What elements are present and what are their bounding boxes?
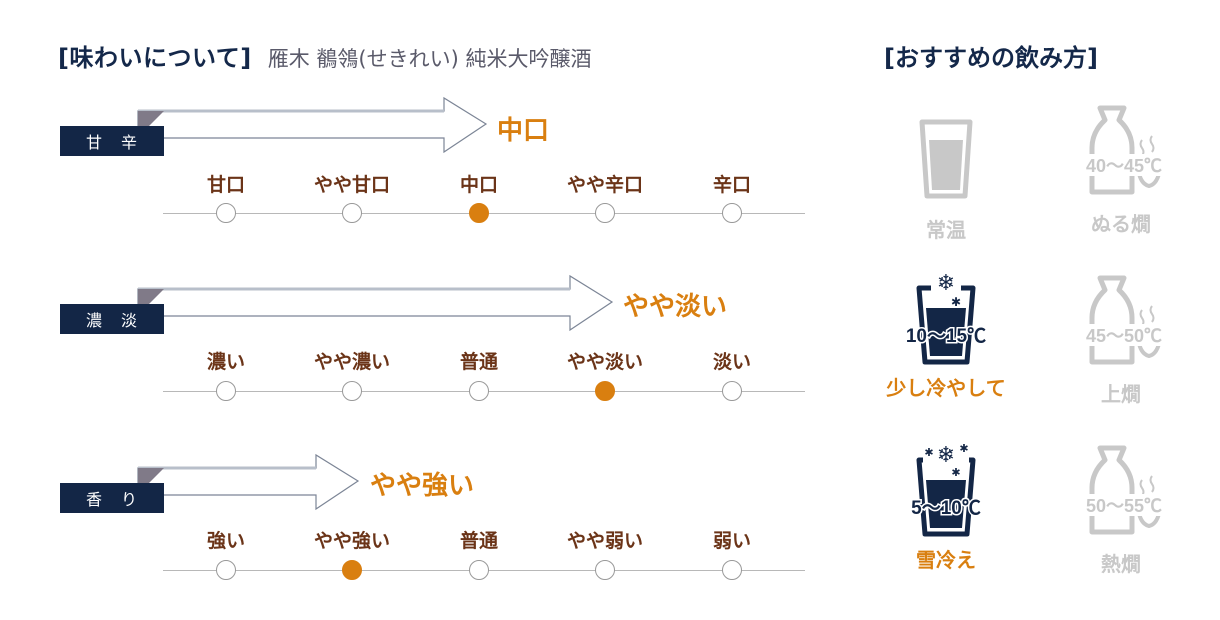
serving-label: ぬる燗 <box>1091 212 1151 236</box>
tokkuri-icon: 45〜50℃ <box>1086 275 1164 365</box>
scale-result: 中口 <box>497 116 550 146</box>
scale-option: 甘口 <box>206 174 245 196</box>
tokkuri-icon: 50〜55℃ <box>1086 445 1164 535</box>
scale-dot <box>595 560 615 580</box>
arrow-icon <box>137 96 488 154</box>
taste-header: [味わいについて] 雁木 鶺鴒(せきれい) 純米大吟醸酒 <box>58 38 591 73</box>
serving-label: 上燗 <box>1101 382 1141 406</box>
scale-option: やや辛口 <box>566 174 643 196</box>
snowflake-icon: ❄ <box>937 271 955 296</box>
serving-label: 常温 <box>926 218 966 242</box>
product-name: 雁木 鶺鴒(せきれい) 純米大吟醸酒 <box>267 47 592 71</box>
serving-room-temp: 常温 <box>876 110 1016 243</box>
scale-dot <box>216 560 236 580</box>
scale-aroma: 香り やや強い <box>0 453 820 620</box>
scale-option: 強い <box>206 530 245 552</box>
scale-dot-selected <box>469 203 489 223</box>
temperature-label: 45〜50℃ <box>1086 326 1162 346</box>
scale-option: 辛口 <box>712 174 751 196</box>
snowflake-icon: ✱ <box>959 442 968 455</box>
temperature-label: 5〜10℃ <box>911 498 981 519</box>
scale-dot-selected <box>342 560 362 580</box>
scale-dot <box>722 560 742 580</box>
serving-snow-chilled: ❄ ✱ ✱ ✱ 5〜10℃ 雪冷え <box>876 440 1016 573</box>
scale-dot <box>469 381 489 401</box>
snowflake-icon: ✱ <box>951 295 961 309</box>
scale-option: 中口 <box>459 174 498 196</box>
tokkuri-icon: 40〜45℃ <box>1086 105 1164 195</box>
temperature-label: 40〜45℃ <box>1086 156 1162 176</box>
scale-dot <box>595 203 615 223</box>
arrow-icon <box>137 274 614 332</box>
serving-warm: 45〜50℃ 上燗 <box>1051 274 1191 407</box>
snowflake-icon: ❄ <box>937 443 955 468</box>
scale-tag: 甘辛 <box>60 126 164 156</box>
scale-option: やや淡い <box>566 351 643 373</box>
serving-label: 雪冷え <box>916 548 976 572</box>
scale-option: 弱い <box>712 530 751 552</box>
scale-result: やや強い <box>370 471 475 501</box>
snowflake-icon: ✱ <box>951 466 960 479</box>
scale-dot <box>722 381 742 401</box>
serving-label: 少し冷やして <box>886 376 1006 400</box>
section-title: [味わいについて] <box>58 44 252 72</box>
recommend-title: [おすすめの飲み方] <box>884 44 1098 72</box>
temperature-label: 50〜55℃ <box>1086 496 1162 516</box>
scale-rich-light: 濃淡 やや淡い <box>0 274 820 444</box>
serving-lukewarm: 40〜45℃ ぬる燗 <box>1051 104 1191 237</box>
scale-dot <box>469 560 489 580</box>
scale-result: やや淡い <box>623 292 728 322</box>
scale-dot-selected <box>595 381 615 401</box>
glass-icon <box>919 119 973 199</box>
scale-sweet-dry: 甘辛 中口 <box>0 96 820 266</box>
scale-option: 濃い <box>206 351 245 373</box>
scale-option: 淡い <box>712 351 751 373</box>
scale-option: やや濃い <box>313 351 390 373</box>
scale-tag: 香り <box>60 483 164 513</box>
snow-chilled-glass-icon: ❄ ✱ ✱ ✱ 5〜10℃ <box>910 440 982 537</box>
scale-option: 普通 <box>459 530 498 552</box>
scale-dot <box>216 203 236 223</box>
scale-dot <box>342 381 362 401</box>
scale-option: 普通 <box>459 351 498 373</box>
scale-dot <box>722 203 742 223</box>
chilled-glass-icon: ❄ ✱ 10〜15℃ <box>904 270 988 365</box>
serving-slightly-chilled: ❄ ✱ 10〜15℃ 少し冷やして <box>876 268 1016 401</box>
scale-option: やや弱い <box>566 530 643 552</box>
scale-option: やや強い <box>313 530 390 552</box>
scale-dot <box>216 381 236 401</box>
serving-label: 熱燗 <box>1101 552 1141 576</box>
temperature-label: 10〜15℃ <box>906 326 986 347</box>
serving-hot: 50〜55℃ 熱燗 <box>1051 444 1191 577</box>
scale-option: やや甘口 <box>313 174 390 196</box>
snowflake-icon: ✱ <box>924 446 933 459</box>
arrow-icon <box>137 453 360 511</box>
scale-tag: 濃淡 <box>60 304 164 334</box>
scale-dot <box>342 203 362 223</box>
